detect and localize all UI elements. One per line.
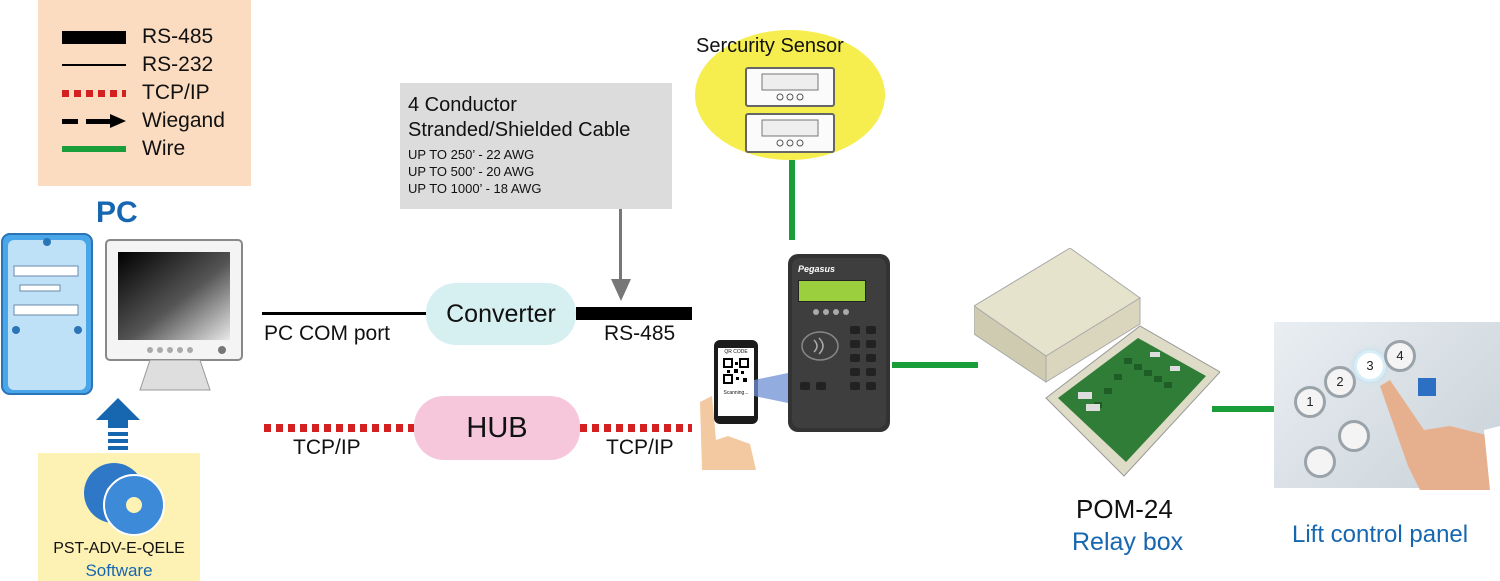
door-open-button (1304, 446, 1336, 478)
legend-item-rs232: RS-232 (62, 52, 213, 78)
converter: Converter (426, 283, 576, 345)
cable-info-box: 4 Conductor Stranded/Shielded Cable UP T… (400, 83, 672, 209)
relay-lift-wire (1212, 406, 1274, 412)
reader-brand: Pegasus (798, 264, 836, 274)
lift-button: 4 (1384, 340, 1416, 372)
pc-computer-icon (1, 233, 243, 395)
cable-spec: UP TO 500’ - 20 AWG (408, 164, 535, 179)
legend-label: TCP/IP (142, 81, 210, 104)
lift-panel: 1 2 3 4 (1274, 322, 1500, 490)
door-close-button (1338, 420, 1370, 452)
reader-relay-wire (892, 362, 978, 368)
upload-arrow-icon (96, 398, 140, 450)
phone-qr-device: QR CODE Scanning... (698, 340, 768, 470)
software-name: PST-ADV-E-QELE (53, 540, 185, 557)
tcpip-label-left: TCP/IP (293, 436, 361, 459)
legend-label: Wiegand (142, 109, 225, 132)
lift-button: 2 (1324, 366, 1356, 398)
tcpip-line-right (580, 424, 692, 432)
legend-item-tcpip: TCP/IP (62, 80, 210, 106)
rs232-line (262, 312, 428, 315)
legend: RS-485 RS-232 TCP/IP Wiegand Wire (38, 0, 251, 186)
cable-title-line2: Stranded/Shielded Cable (408, 119, 631, 141)
rs485-line (576, 307, 692, 320)
legend-item-rs485: RS-485 (62, 24, 213, 50)
security-sensor-icon (745, 67, 835, 153)
legend-label: Wire (142, 137, 186, 160)
hub: HUB (414, 396, 580, 460)
rs485-swatch (62, 30, 126, 44)
relay-box-icon (974, 248, 1220, 477)
cable-spec: UP TO 1000’ - 18 AWG (408, 181, 542, 196)
reader-keypad (800, 309, 876, 390)
reader-display (798, 280, 866, 302)
lift-button: 3 (1354, 350, 1386, 382)
accessibility-icon (1418, 378, 1436, 396)
cable-spec: UP TO 250’ - 22 AWG (408, 147, 535, 162)
wire-swatch (62, 146, 126, 152)
cable-title-line1: 4 Conductor (408, 94, 517, 116)
pc-title: PC (96, 196, 138, 229)
phone-header: QR CODE (724, 349, 748, 355)
legend-item-wiegand: Wiegand (62, 108, 225, 134)
software-disc-icon (84, 463, 165, 536)
hand-icon (700, 396, 756, 470)
tcpip-line-left (264, 424, 414, 432)
cable-pointer-arrow (611, 209, 631, 301)
lift-button: 1 (1294, 386, 1326, 418)
pegasus-reader: Pegasus (788, 254, 890, 432)
lift-label: Lift control panel (1292, 521, 1469, 548)
wiegand-arrow-icon (62, 114, 126, 128)
qr-code-icon (723, 358, 749, 384)
legend-label: RS-485 (142, 25, 214, 48)
pc-com-port-label: PC COM port (264, 322, 391, 345)
sensor-title: Sercurity Sensor (696, 35, 844, 57)
relay-sub: Relay box (1072, 528, 1184, 556)
sensor-wire (789, 160, 795, 240)
finger-icon (1380, 380, 1500, 490)
tcpip-swatch (62, 89, 126, 97)
rs232-swatch (62, 64, 126, 66)
software-box: PST-ADV-E-QELE Software (38, 453, 200, 581)
cable-title: 4 Conductor Stranded/Shielded Cable (408, 93, 630, 143)
tcpip-label-right: TCP/IP (606, 436, 674, 459)
software-sub: Software (85, 561, 153, 580)
legend-label: RS-232 (142, 53, 214, 76)
legend-item-wire: Wire (62, 136, 185, 162)
phone-status: Scanning... (723, 390, 749, 396)
relay-name: POM-24 (1076, 494, 1173, 524)
rs485-label: RS-485 (604, 322, 676, 345)
